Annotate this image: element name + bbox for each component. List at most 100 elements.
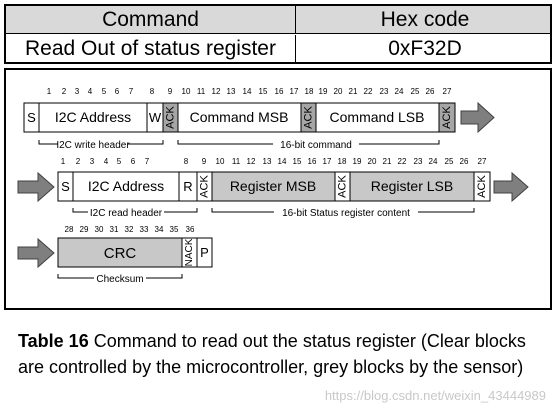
bit-number: 7 [129, 87, 134, 96]
bit-number: 3 [75, 87, 80, 96]
address-label: I2C Address [88, 178, 164, 194]
bit-number: 9 [168, 87, 173, 96]
row1-bit-numbers: 1 2 3 4 5 6 7 8 9 10 11 12 13 14 15 16 1… [47, 87, 452, 96]
ack-box [438, 102, 456, 133]
start-label: S [27, 110, 36, 125]
bit-number: 2 [62, 87, 67, 96]
table-caption: Table 16 Command to read out the status … [18, 328, 550, 380]
row2-frame: S I2C Address R ACK Register MSB ACK Reg… [17, 171, 529, 203]
bit-number: 1 [61, 157, 66, 166]
caption-text: Command to read out the status register … [18, 331, 526, 377]
register-msb-label: Register MSB [230, 178, 316, 194]
bit-number: 8 [184, 157, 189, 166]
command-msb-label: Command MSB [190, 109, 289, 125]
bit-number: 21 [349, 87, 358, 96]
bit-number: 15 [259, 87, 268, 96]
command-lsb-label: Command LSB [330, 109, 425, 125]
header-command: Command [6, 6, 296, 33]
address-box [38, 102, 148, 133]
bit-number: 9 [202, 157, 207, 166]
bit-number: 17 [290, 87, 299, 96]
row1-braces [38, 140, 440, 145]
address-label: I2C Address [55, 109, 131, 125]
bit-number: 6 [131, 157, 136, 166]
bit-number: 4 [88, 87, 93, 96]
bit-number: 24 [429, 157, 438, 166]
register-msb-box [211, 171, 336, 202]
stop-label: P [200, 245, 209, 260]
bit-number: 35 [170, 225, 179, 234]
brace-label-read-header: I2C read header [90, 208, 163, 219]
bit-number: 36 [186, 225, 195, 234]
bit-number: 7 [145, 157, 150, 166]
bit-number: 25 [445, 157, 454, 166]
bit-number: 30 [95, 225, 104, 234]
caption-label: Table 16 [18, 331, 89, 351]
rw-label: W [149, 110, 162, 125]
ack-label: ACK [336, 175, 348, 198]
bit-number: 17 [323, 157, 332, 166]
bit-number: 27 [443, 87, 452, 96]
bit-number: 4 [104, 157, 109, 166]
bit-number: 11 [232, 157, 241, 166]
command-table: Command Hex code Read Out of status regi… [4, 4, 552, 64]
brace-label-write-header: I2C write header [56, 140, 130, 151]
address-box [72, 171, 180, 202]
table-row: Read Out of status register 0xF32D [6, 35, 550, 63]
bit-number: 5 [102, 87, 107, 96]
bit-number: 21 [383, 157, 392, 166]
bit-number: 16 [308, 157, 317, 166]
row2-braces [72, 208, 475, 213]
i2c-sequence-diagram: 1 2 3 4 5 6 7 8 9 10 11 12 13 14 15 16 1… [4, 68, 552, 310]
crc-label: CRC [104, 245, 137, 262]
ack-label: ACK [302, 106, 314, 129]
ack-label: ACK [441, 106, 453, 129]
bit-number: 2 [76, 157, 81, 166]
bit-number: 19 [353, 157, 362, 166]
bit-number: 20 [368, 157, 377, 166]
bit-number: 33 [140, 225, 149, 234]
ack-label: ACK [476, 175, 488, 198]
ack-box [473, 171, 491, 202]
table-header-row: Command Hex code [6, 6, 550, 34]
bit-number: 26 [460, 157, 469, 166]
bit-number: 22 [364, 87, 373, 96]
bit-number: 10 [182, 87, 191, 96]
bit-number: 8 [150, 87, 155, 96]
bit-number: 6 [115, 87, 120, 96]
command-msb-box [177, 102, 302, 133]
row3-bit-numbers: 28 29 30 31 32 33 34 35 36 [65, 225, 195, 234]
bit-number: 34 [155, 225, 164, 234]
incoming-arrow-icon [17, 237, 55, 269]
bit-number: 23 [380, 87, 389, 96]
bit-number: 18 [338, 157, 347, 166]
rw-label: R [183, 179, 192, 194]
nack-label: NACK [184, 238, 195, 266]
bit-number: 14 [243, 87, 252, 96]
ack-label: ACK [198, 175, 210, 198]
incoming-arrow-icon [17, 171, 55, 203]
bit-number: 12 [212, 87, 221, 96]
watermark: https://blog.csdn.net/weixin_43444989 [324, 388, 546, 403]
cell-hex-code: 0xF32D [388, 37, 462, 60]
stop-box [196, 237, 213, 268]
row2-bit-numbers: 1 2 3 4 5 6 7 8 9 10 11 12 13 14 15 16 1… [61, 157, 487, 166]
bit-number: 3 [90, 157, 95, 166]
row1-frame: S I2C Address W ACK Command MSB ACK Comm… [23, 101, 495, 134]
bit-number: 20 [334, 87, 343, 96]
bit-number: 27 [478, 157, 487, 166]
brace-label-checksum: Checksum [96, 274, 143, 285]
crc-box [57, 237, 183, 268]
bit-number: 24 [395, 87, 404, 96]
bit-number: 11 [197, 87, 206, 96]
bit-number: 32 [125, 225, 134, 234]
bit-number: 5 [117, 157, 122, 166]
start-label: S [61, 179, 70, 194]
bit-number: 25 [411, 87, 420, 96]
bit-number: 22 [398, 157, 407, 166]
row3-braces [57, 274, 183, 279]
bit-number: 19 [319, 87, 328, 96]
bit-number: 13 [227, 87, 236, 96]
brace-label-status-content: 16-bit Status register content [282, 208, 410, 219]
bit-number: 31 [110, 225, 119, 234]
